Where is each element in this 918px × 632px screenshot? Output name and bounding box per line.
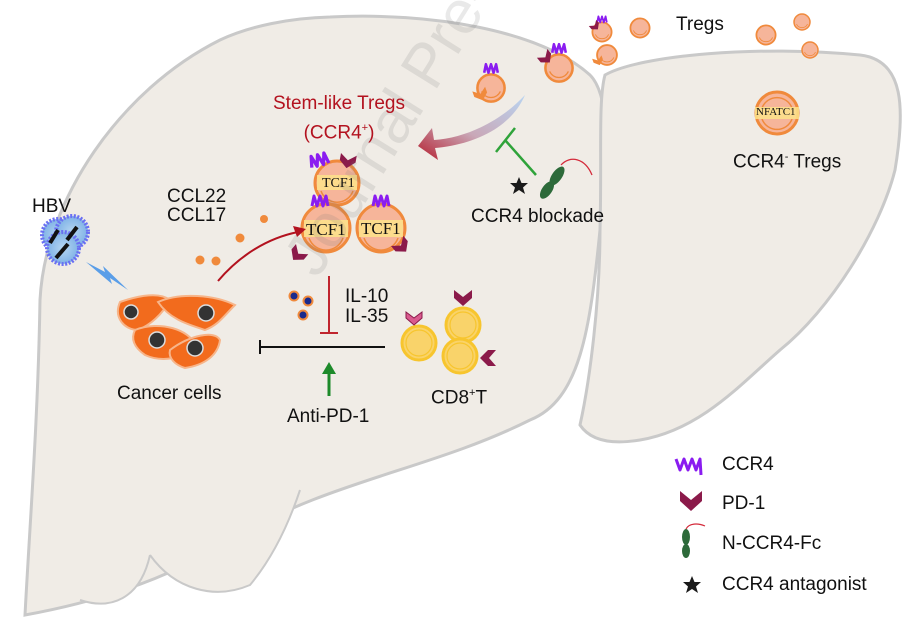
il35-label: IL-35 xyxy=(345,306,389,327)
label-part: CD8 xyxy=(431,387,470,409)
recruitment-arrow-head xyxy=(293,226,306,237)
liver-right-lobe xyxy=(578,49,902,444)
ccr4-blockade-label: CCR4 blockade xyxy=(471,206,605,227)
il10-label: IL-10 xyxy=(345,286,389,307)
tregs-label: Tregs xyxy=(676,14,724,35)
cd8-t-label: CD8+T xyxy=(431,382,487,409)
star-antagonist-icon xyxy=(680,569,716,601)
label-part: T xyxy=(475,387,488,409)
stem-like-tregs-line2: (CCR4+) xyxy=(264,116,414,145)
legend-item-pd1: PD-1 xyxy=(680,488,765,520)
legend-n-ccr4-fc-icon xyxy=(682,523,706,558)
cd8-t-cells xyxy=(400,290,496,375)
legend-ccr4-icon xyxy=(674,457,703,476)
label-part: ) xyxy=(368,122,375,144)
legend-label: PD-1 xyxy=(722,493,766,514)
cd8-killing-inhibition xyxy=(259,340,385,354)
ccl22-label: CCL22 xyxy=(167,186,227,207)
pd1-receptor-icon xyxy=(680,488,716,520)
label-superscript: + xyxy=(361,122,369,134)
legend-label: N-CCR4-Fc xyxy=(722,533,822,554)
label-superscript: + xyxy=(469,387,476,399)
anti-pd1-arrow xyxy=(322,362,336,396)
tcf1-label-top: TCF1 xyxy=(322,176,355,191)
hbv-virus xyxy=(40,214,90,266)
infection-bolt xyxy=(86,262,128,290)
n-ccr4-fc-icon xyxy=(680,528,716,560)
hbv-label: HBV xyxy=(32,196,72,217)
migration-arrow xyxy=(418,95,525,160)
treg-cell-outside-5 xyxy=(793,13,811,31)
recruitment-arrow xyxy=(217,231,299,282)
stem-like-treg-left xyxy=(287,194,352,266)
label-superscript: - xyxy=(784,151,789,163)
stem-like-tregs-line1: Stem-like Tregs xyxy=(273,93,405,114)
treg-cell-outside-4 xyxy=(755,24,777,46)
n-ccr4-fc-molecule xyxy=(539,158,593,199)
stem-like-tregs-title: Stem-like Tregs (CCR4+) xyxy=(264,92,414,145)
stem-like-treg-top xyxy=(307,150,361,207)
ccr4-receptor-icon xyxy=(680,449,716,481)
legend-pd1-icon xyxy=(680,491,702,511)
stem-like-treg-right xyxy=(355,194,413,257)
label-part: CCR4 xyxy=(733,151,785,173)
liver-quadrate-lobe xyxy=(79,554,151,605)
chemokine-dots xyxy=(195,215,268,266)
treg-cell-outside-1 xyxy=(588,15,613,43)
label-part: Tregs xyxy=(788,151,842,173)
legend-label: CCR4 xyxy=(722,454,774,475)
nfatc1-label: NFATC1 xyxy=(756,106,796,118)
ccl17-label: CCL17 xyxy=(167,205,227,226)
legend-item-ccr4: CCR4 xyxy=(680,449,774,481)
tcf1-label-right: TCF1 xyxy=(361,219,401,238)
ccr4-negative-treg xyxy=(754,90,800,136)
treg-cell-outside-2 xyxy=(629,17,651,39)
cancer-cells-label: Cancer cells xyxy=(117,383,222,404)
legend-item-n-ccr4-fc: N-CCR4-Fc xyxy=(680,528,821,560)
cytokine-inhibition xyxy=(320,276,338,334)
label-part: (CCR4 xyxy=(303,122,362,144)
anti-pd1-label: Anti-PD-1 xyxy=(287,406,370,427)
treg-cell-outside-6 xyxy=(801,41,819,59)
cancer-cells-cluster xyxy=(117,294,237,370)
tcf1-label-left: TCF1 xyxy=(306,220,346,239)
legend-item-ccr4-antagonist: CCR4 antagonist xyxy=(680,569,867,601)
ccr4-blockade-inhibition xyxy=(495,127,537,176)
liver-caudate-lobe xyxy=(149,489,301,593)
treg-cell-outside-3 xyxy=(592,44,618,67)
legend-label: CCR4 antagonist xyxy=(722,574,867,595)
ccr4-negative-tregs-label: CCR4- Tregs xyxy=(733,146,841,173)
cytokine-dots xyxy=(288,290,314,321)
